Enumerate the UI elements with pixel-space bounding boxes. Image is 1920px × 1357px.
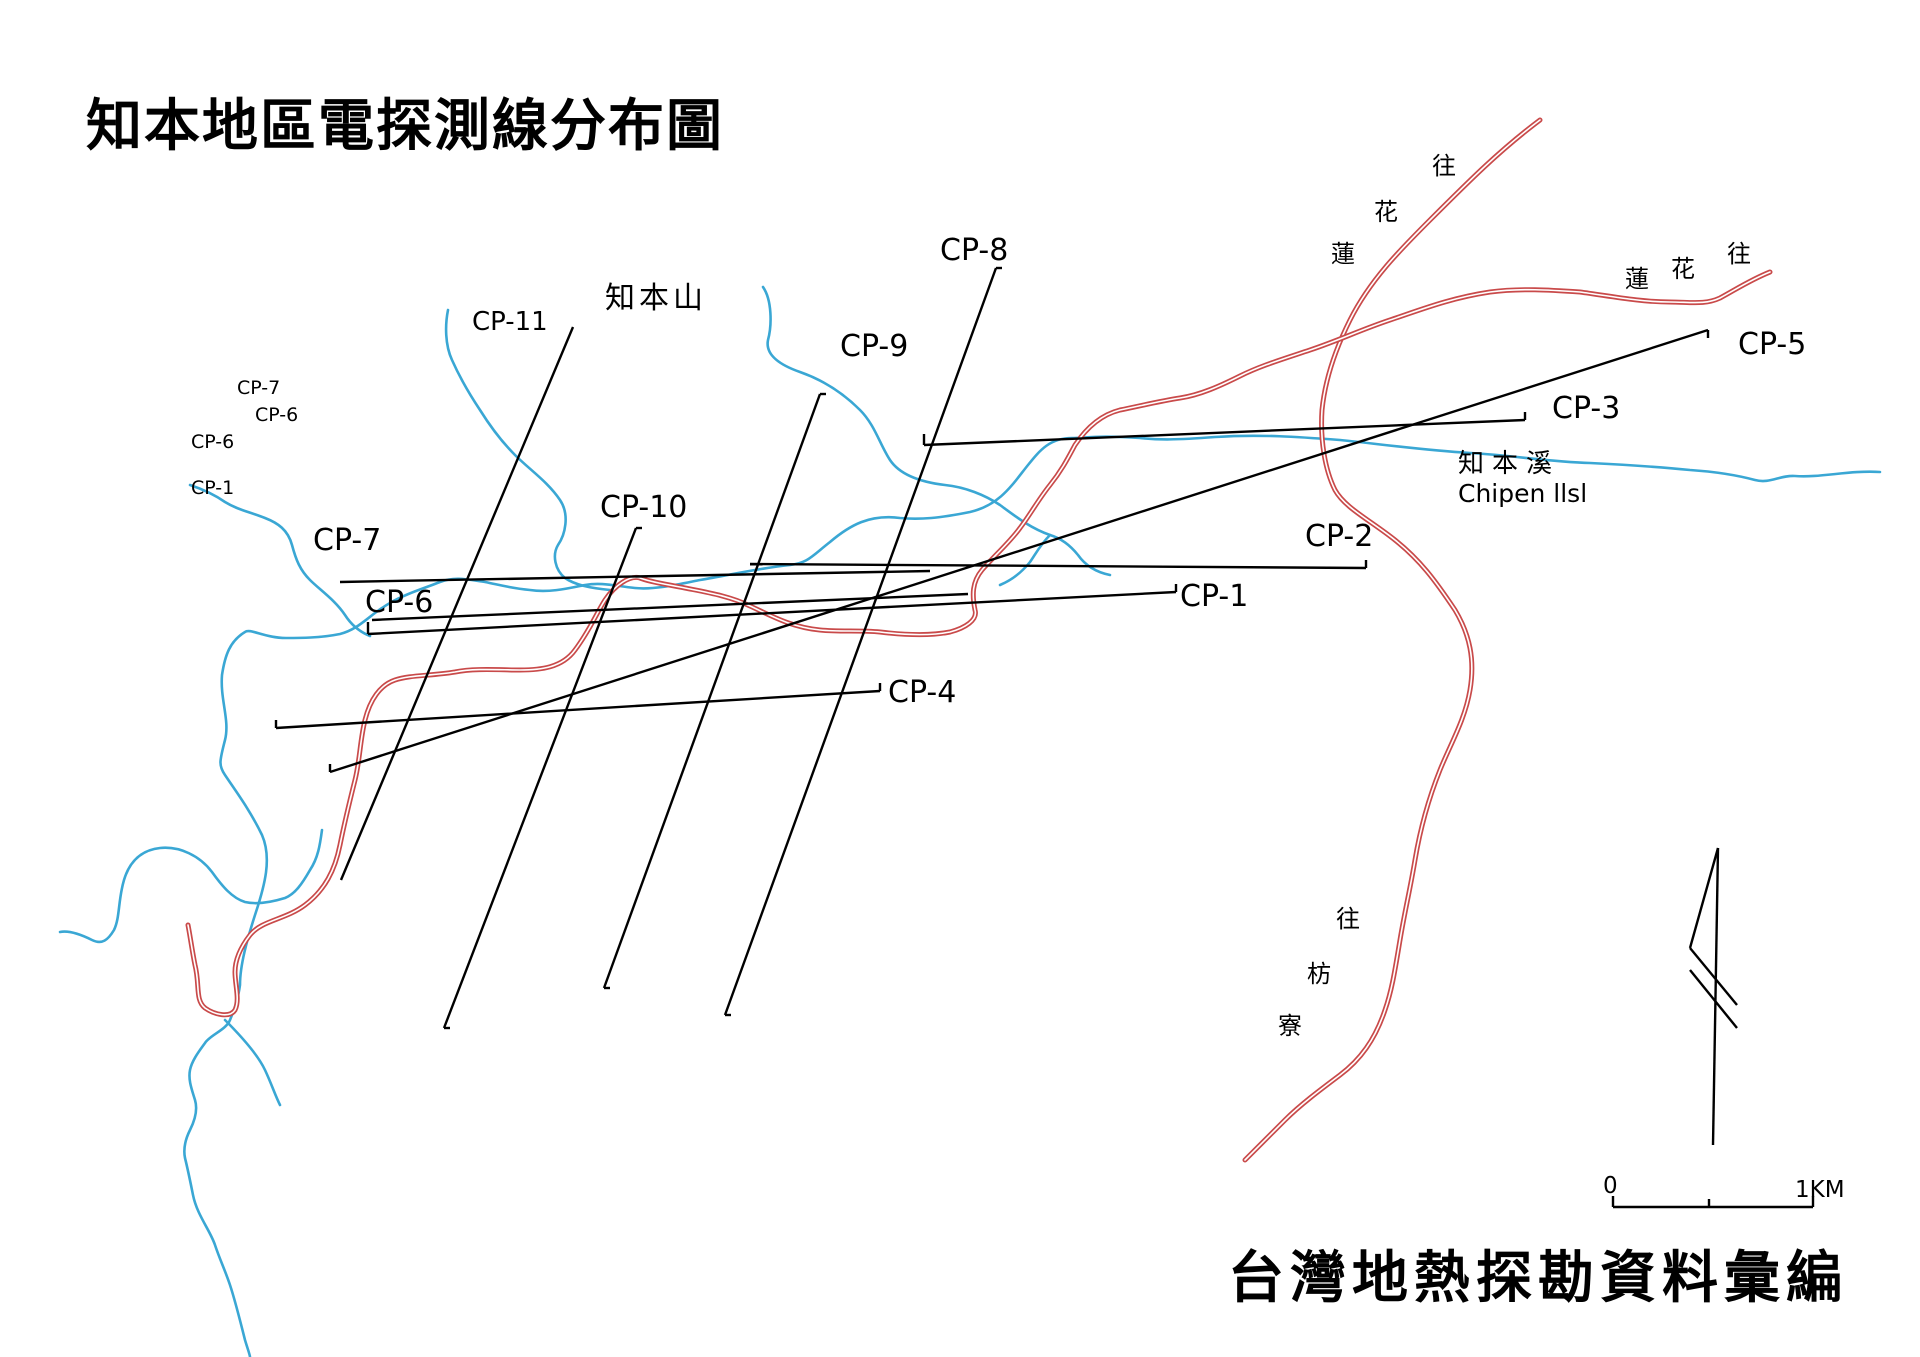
survey-line-cp5 bbox=[329, 328, 1709, 774]
svg-text:往: 往 bbox=[1336, 905, 1360, 933]
scale-end: 1KM bbox=[1795, 1177, 1845, 1203]
mountain-label: 知本山 bbox=[605, 281, 707, 316]
label-cp7: CP-7 bbox=[313, 523, 381, 558]
river-label-en: Chipen llsl bbox=[1458, 479, 1587, 508]
small-label-cp1: CP-1 bbox=[191, 477, 234, 499]
label-cp5: CP-5 bbox=[1738, 327, 1806, 362]
north-tributary bbox=[444, 308, 612, 592]
label-cp2: CP-2 bbox=[1305, 519, 1373, 554]
label-cp6: CP-6 bbox=[365, 585, 433, 620]
svg-text:花: 花 bbox=[1671, 255, 1695, 283]
survey-lines bbox=[274, 266, 1710, 1030]
small-label-cp6a: CP-6 bbox=[255, 404, 298, 426]
label-cp4: CP-4 bbox=[888, 675, 956, 710]
direction-to-hualien-east: 往 花 蓮 bbox=[1625, 240, 1751, 293]
west-tributary bbox=[58, 828, 324, 944]
label-cp8: CP-8 bbox=[940, 233, 1008, 268]
survey-line-cp9 bbox=[602, 393, 822, 989]
road-east-west bbox=[185, 269, 1773, 1018]
svg-text:往: 往 bbox=[1727, 240, 1751, 268]
label-cp1: CP-1 bbox=[1180, 579, 1248, 614]
label-cp10: CP-10 bbox=[600, 490, 687, 525]
chipen-river bbox=[183, 434, 1882, 1357]
svg-text:寮: 寮 bbox=[1278, 1012, 1302, 1040]
svg-text:枋: 枋 bbox=[1307, 960, 1331, 988]
south-tributary bbox=[223, 1018, 282, 1107]
scale-start: 0 bbox=[1603, 1173, 1618, 1199]
scale-bar: 0 1KM bbox=[1603, 1173, 1845, 1209]
direction-to-fangliao: 往 枋 寮 bbox=[1278, 905, 1360, 1040]
svg-text:花: 花 bbox=[1374, 198, 1398, 226]
legend-small-labels: CP-7 CP-6 CP-6 CP-1 bbox=[191, 377, 298, 499]
svg-text:蓮: 蓮 bbox=[1625, 265, 1649, 293]
survey-line-cp7 bbox=[339, 569, 931, 584]
survey-labels: CP-11 CP-10 CP-9 CP-8 CP-5 CP-3 CP-2 CP-… bbox=[313, 233, 1806, 710]
survey-line-cp6 bbox=[371, 592, 969, 622]
label-cp3: CP-3 bbox=[1552, 391, 1620, 426]
small-label-cp7: CP-7 bbox=[237, 377, 280, 399]
northwest-tributary bbox=[188, 483, 372, 638]
svg-text:往: 往 bbox=[1432, 152, 1456, 180]
label-cp9: CP-9 bbox=[840, 329, 908, 364]
road-north-south bbox=[1242, 117, 1543, 1163]
survey-line-cp2 bbox=[749, 562, 1367, 570]
river-label-zh: 知本溪 bbox=[1458, 449, 1560, 479]
survey-line-cp1 bbox=[367, 590, 1177, 636]
survey-line-cp3 bbox=[923, 418, 1526, 447]
road-network bbox=[185, 117, 1773, 1163]
footer-title: 台灣地熱探勘資料彙編 bbox=[1228, 1246, 1848, 1311]
cp9-tributary bbox=[761, 285, 1112, 577]
svg-text:蓮: 蓮 bbox=[1331, 240, 1355, 268]
small-label-cp6b: CP-6 bbox=[191, 431, 234, 453]
survey-line-cp10 bbox=[442, 527, 638, 1029]
survey-line-cp4 bbox=[275, 689, 881, 730]
direction-to-hualien-north: 往 花 蓮 bbox=[1331, 152, 1456, 268]
north-arrow-icon bbox=[1688, 847, 1738, 1146]
label-cp11: CP-11 bbox=[472, 307, 548, 337]
map-title: 知本地區電探測線分布圖 bbox=[86, 94, 724, 159]
survey-line-cp11 bbox=[339, 326, 575, 881]
survey-line-cp8 bbox=[723, 267, 998, 1016]
